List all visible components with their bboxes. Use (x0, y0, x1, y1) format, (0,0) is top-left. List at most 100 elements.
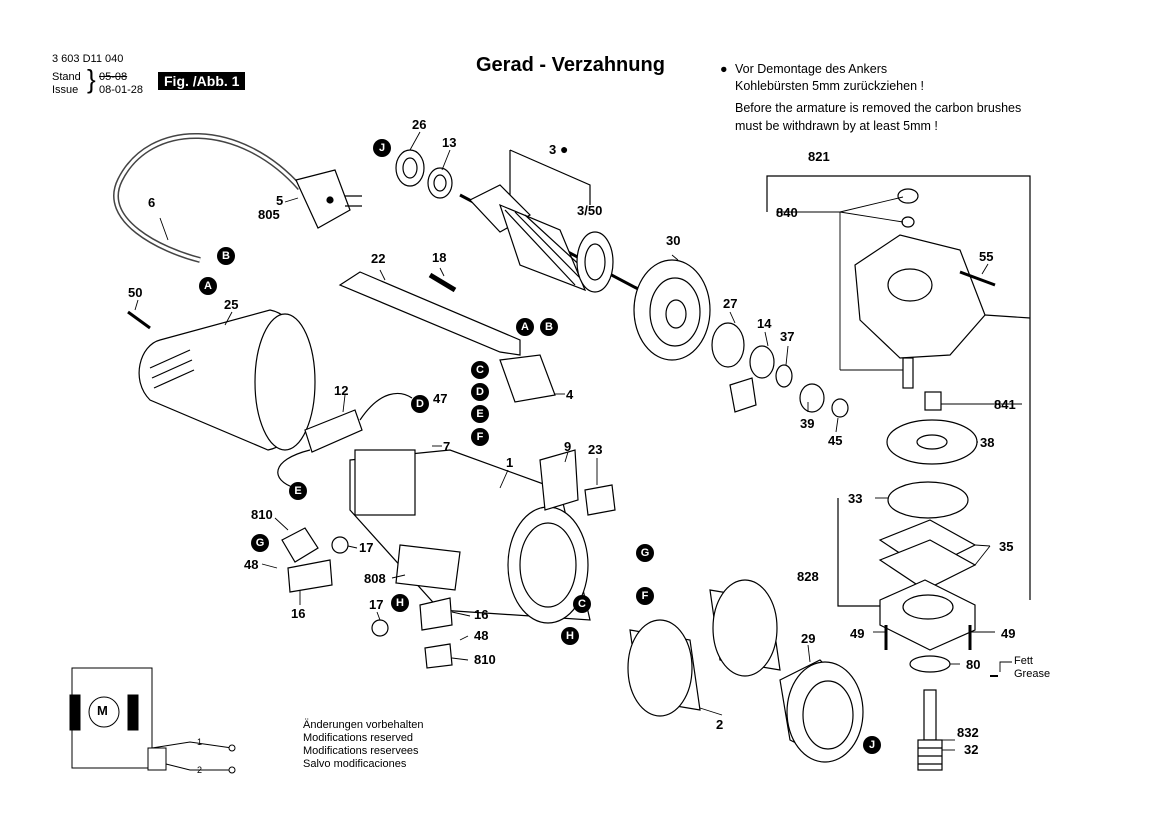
connection-marker-g-11: G (251, 534, 269, 552)
part-label-9: 9 (564, 439, 572, 454)
part-label-832: 832 (957, 725, 979, 740)
part-label-27: 27 (723, 296, 738, 311)
part-label-13: 13 (442, 135, 457, 150)
part-label-2: 2 (716, 717, 724, 732)
part-label-49a: 49 (850, 626, 865, 641)
part-label-32: 32 (964, 742, 979, 757)
armature-note-bullet: ● (560, 141, 569, 157)
part-label-25: 25 (224, 297, 239, 312)
switch-position-1: 1 (197, 737, 203, 747)
nut-45-drawing (831, 398, 849, 418)
part-label-26: 26 (412, 117, 427, 132)
fan-30-drawing (633, 259, 711, 361)
washer-80-drawing (909, 655, 951, 673)
part-label-80: 80 (966, 657, 981, 672)
part-label-33: 33 (848, 491, 863, 506)
part-label-22: 22 (371, 251, 386, 266)
switch-position-2: 2 (197, 765, 203, 775)
bearing-13-drawing (427, 167, 453, 199)
part-23-drawing (584, 484, 616, 516)
part-label-35: 35 (999, 539, 1014, 554)
connection-marker-b-1: B (217, 247, 235, 265)
connection-marker-h-16: H (561, 627, 579, 645)
note-line-3: Before the armature is removed the carbo… (735, 101, 1022, 115)
part-label-18: 18 (432, 250, 447, 265)
o-ring-33-drawing (887, 481, 969, 519)
stand-value: 05-08 (99, 71, 128, 83)
gear-housing-1-drawing (349, 449, 591, 624)
motor-symbol: M (97, 703, 108, 718)
part-label-828: 828 (797, 569, 819, 584)
part-label-810a: 810 (251, 507, 273, 522)
washer-37-drawing (775, 364, 793, 388)
part-label-841: 841 (994, 397, 1016, 412)
issue-label: Issue (52, 84, 79, 96)
note-line-1: Vor Demontage des Ankers (735, 62, 888, 76)
part-label-4: 4 (566, 387, 574, 402)
spring-17-drawing (331, 536, 349, 554)
disclaimer-line-4: Salvo modificaciones (303, 758, 407, 770)
part-label-50: 50 (128, 285, 143, 300)
clip-drawing (729, 377, 757, 413)
bevel-gear-38-drawing (886, 391, 978, 465)
flange-828-drawing (879, 579, 976, 651)
pinion-39-drawing (799, 383, 825, 413)
connection-marker-f-14: F (636, 587, 654, 605)
switch-rod-22-drawing (338, 271, 521, 356)
disclaimer-line-3: Modifications reservees (303, 745, 419, 757)
part-label-47: 47 (433, 391, 448, 406)
disclaimer-line-1: Änderungen vorbehalten (303, 719, 424, 731)
connection-marker-h-12: H (391, 594, 409, 612)
part-label-14: 14 (757, 316, 772, 331)
part-label-7: 7 (443, 439, 451, 454)
bracket-821 (766, 175, 1031, 318)
bearing-14-drawing (749, 345, 775, 379)
plate-9-drawing (539, 449, 579, 511)
motor-housing-25-drawing (138, 309, 316, 451)
part-label-49b: 49 (1001, 626, 1016, 641)
part-label-810b: 810 (474, 652, 496, 667)
bearing-26-drawing (395, 149, 425, 187)
part-label-29: 29 (801, 631, 816, 646)
screw-50-drawing (127, 310, 151, 330)
connection-marker-g-13: G (636, 544, 654, 562)
gear-head-840-drawing (854, 188, 996, 389)
connection-marker-a-3: A (516, 318, 534, 336)
part-label-6: 6 (148, 195, 156, 210)
part-label-808: 808 (364, 571, 386, 586)
part-label-48b: 48 (474, 628, 489, 643)
spindle-32-drawing (917, 689, 943, 771)
switch-4-drawing (499, 354, 556, 403)
guard-29-drawing (779, 659, 864, 763)
part-label-48a: 48 (244, 557, 259, 572)
issue-value: 08-01-28 (99, 84, 144, 96)
suppressor-12-drawing (304, 409, 363, 453)
part-label-1: 1 (506, 455, 514, 470)
part-label-38: 38 (980, 435, 995, 450)
part-label-17b: 17 (369, 597, 384, 612)
grease-label-de: Fett (1014, 655, 1033, 667)
part-label-3: 3 (549, 142, 557, 157)
brush-810b-drawing (424, 643, 453, 669)
connection-marker-d-6: D (471, 383, 489, 401)
part-label-3_50: 3/50 (577, 203, 603, 218)
part-label-16a: 16 (291, 606, 306, 621)
part-label-39: 39 (800, 416, 815, 431)
figure-label: Fig. /Abb. 1 (158, 72, 246, 90)
spring-18-drawing (428, 272, 457, 293)
note-line-2: Kohlebürsten 5mm zurückziehen ! (735, 79, 924, 93)
connection-marker-j-0: J (373, 139, 391, 157)
wiring-schematic (69, 667, 236, 774)
connection-marker-e-10: E (289, 482, 307, 500)
doc-number: 3 603 D11 040 (52, 53, 124, 65)
part-label-23: 23 (588, 442, 603, 457)
connection-marker-a-2: A (199, 277, 217, 295)
brush-810-drawing (281, 527, 319, 563)
disclaimer-line-2: Modifications reserved (303, 732, 414, 744)
holder-16b-drawing (419, 597, 453, 631)
brace-glyph: } (87, 64, 96, 94)
stand-label: Stand (52, 71, 81, 83)
label-808-drawing (395, 544, 461, 591)
spring-17b-drawing (371, 619, 389, 637)
ring-27-drawing (711, 322, 745, 368)
